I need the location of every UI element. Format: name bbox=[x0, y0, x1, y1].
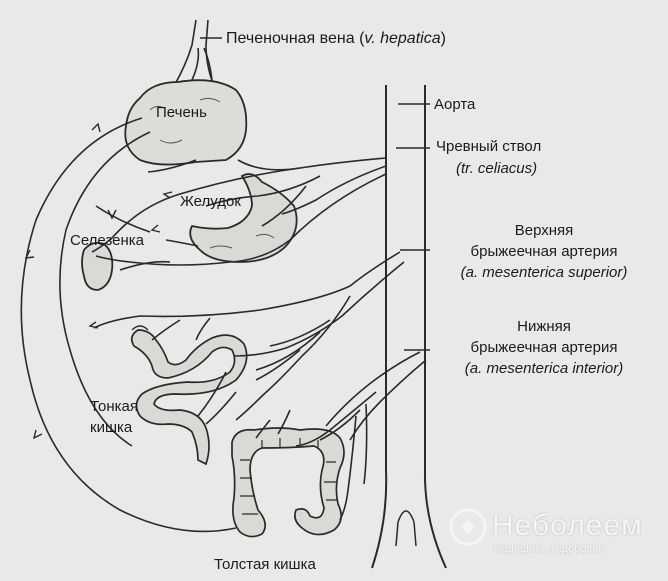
watermark-slogan: медицина и здоровье bbox=[494, 543, 605, 555]
small-intestine-line2: кишка bbox=[90, 419, 133, 436]
superior-mesenteric-line2: брыжеечная артерия bbox=[470, 243, 618, 260]
inferior-mesenteric-line1: Нижняя bbox=[517, 318, 571, 335]
celiac-trunk-name: Чревный ствол bbox=[436, 138, 542, 155]
inferior-mesenteric-latin: (a. mesenterica interior) bbox=[464, 360, 624, 377]
superior-mesenteric-latin: (a. mesenterica superior) bbox=[460, 264, 628, 281]
hepatic-vein-text: Печеночная вена ( bbox=[226, 30, 365, 47]
liver-label: Печень bbox=[156, 104, 207, 121]
watermark-name: Неболеем bbox=[492, 509, 643, 542]
small-intestine bbox=[130, 329, 248, 466]
small-intestine-line1: Тонкая bbox=[90, 398, 138, 415]
hepatic-vein-latin: v. hepatica bbox=[364, 30, 441, 47]
inferior-mesenteric-label: Нижняя брыжеечная артерия (a. mesenteric… bbox=[426, 318, 662, 378]
spleen-label: Селезенка bbox=[70, 232, 145, 249]
watermark-logo-icon bbox=[449, 508, 487, 546]
inferior-mesenteric-line2: брыжеечная артерия bbox=[470, 339, 618, 356]
celiac-trunk-label: Чревный ствол (tr. celiacus) bbox=[436, 138, 541, 178]
celiac-trunk-latin: (tr. celiacus) bbox=[456, 160, 538, 177]
aorta-label: Аорта bbox=[434, 96, 476, 113]
hepatic-vein-label: Печеночная вена (v. hepatica) bbox=[226, 30, 446, 48]
liver bbox=[124, 79, 248, 166]
large-intestine bbox=[231, 427, 345, 538]
watermark: Неболеем медицина и здоровье bbox=[448, 505, 648, 563]
hepatic-vein-close: ) bbox=[440, 30, 446, 47]
hepatic-vein bbox=[173, 19, 215, 87]
vessels bbox=[20, 117, 427, 533]
superior-mesenteric-label: Верхняя брыжеечная артерия (a. mesenteri… bbox=[428, 222, 660, 282]
spleen bbox=[81, 241, 114, 291]
aorta bbox=[371, 85, 447, 569]
small-intestine-label: Тонкая кишка bbox=[90, 398, 138, 437]
large-intestine-label: Толстая кишка bbox=[214, 556, 316, 573]
superior-mesenteric-line1: Верхняя bbox=[514, 222, 574, 239]
stomach-label: Желудок bbox=[180, 193, 241, 210]
leader-lines bbox=[165, 37, 430, 351]
stomach bbox=[189, 173, 298, 263]
